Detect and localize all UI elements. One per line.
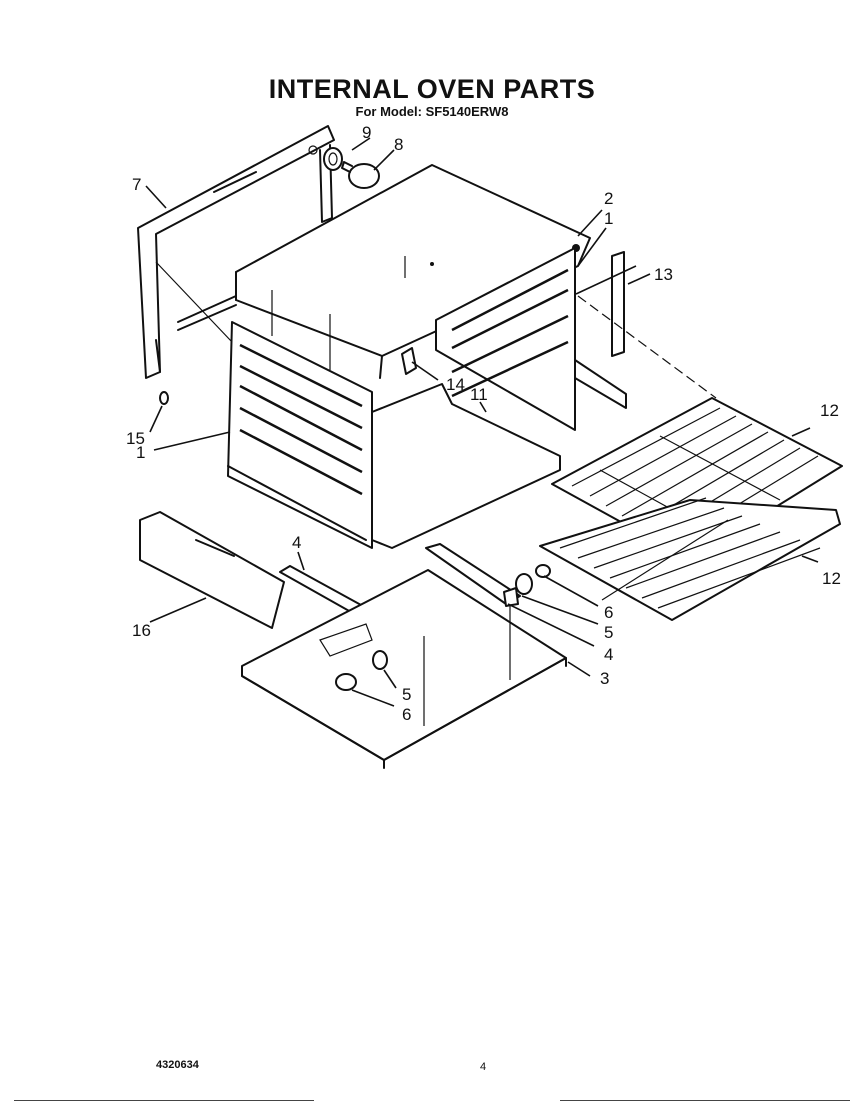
callout-label: 13 xyxy=(654,265,673,284)
side-bracket-part xyxy=(611,251,625,357)
callout-label: 3 xyxy=(600,669,609,688)
lamp-lens-part xyxy=(335,564,551,691)
callout-label: 8 xyxy=(394,135,403,154)
model-subtitle: For Model: SF5140ERW8 xyxy=(355,104,509,119)
callout-label: 5 xyxy=(402,685,411,704)
socket-part xyxy=(372,573,533,670)
callout-label: 4 xyxy=(604,645,613,664)
lower-oven-rack-part xyxy=(539,497,841,621)
page-number: 4 xyxy=(480,1061,487,1073)
bottom-cover-part xyxy=(241,569,567,769)
callout-label: 11 xyxy=(470,385,488,404)
callout-label: 15 xyxy=(126,429,145,448)
bottom-rule xyxy=(14,1100,314,1101)
callout-label: 4 xyxy=(292,533,301,552)
bottom-rule xyxy=(560,1100,850,1101)
callout-label: 1 xyxy=(604,209,613,228)
front-trim-part xyxy=(139,511,285,629)
leader-lines xyxy=(145,137,819,707)
page-title: INTERNAL OVEN PARTS xyxy=(268,74,596,104)
screw-part xyxy=(159,391,169,405)
callout-label: 2 xyxy=(604,189,613,208)
callout-label: 12 xyxy=(820,401,839,420)
callout-label: 5 xyxy=(604,623,613,642)
callout-label: 6 xyxy=(604,603,613,622)
callout-labels: 9 8 7 2 1 13 14 11 15 1 12 12 4 16 6 5 4… xyxy=(126,123,841,724)
oven-bottom-part xyxy=(371,383,561,549)
document-number: 4320634 xyxy=(156,1059,199,1071)
callout-label: 6 xyxy=(402,705,411,724)
left-side-panel-part xyxy=(227,321,373,549)
clip-part xyxy=(401,347,417,375)
callout-label: 9 xyxy=(362,123,371,142)
lamp-socket-part xyxy=(323,147,343,171)
callout-label: 12 xyxy=(822,569,841,588)
rear-frame-part xyxy=(137,125,335,379)
callout-label: 7 xyxy=(132,175,141,194)
light-bulb-part xyxy=(341,161,380,189)
callout-label: 1 xyxy=(136,443,145,462)
callout-label: 14 xyxy=(446,375,465,394)
right-side-panel-part xyxy=(435,247,627,431)
callout-label: 16 xyxy=(132,621,151,640)
